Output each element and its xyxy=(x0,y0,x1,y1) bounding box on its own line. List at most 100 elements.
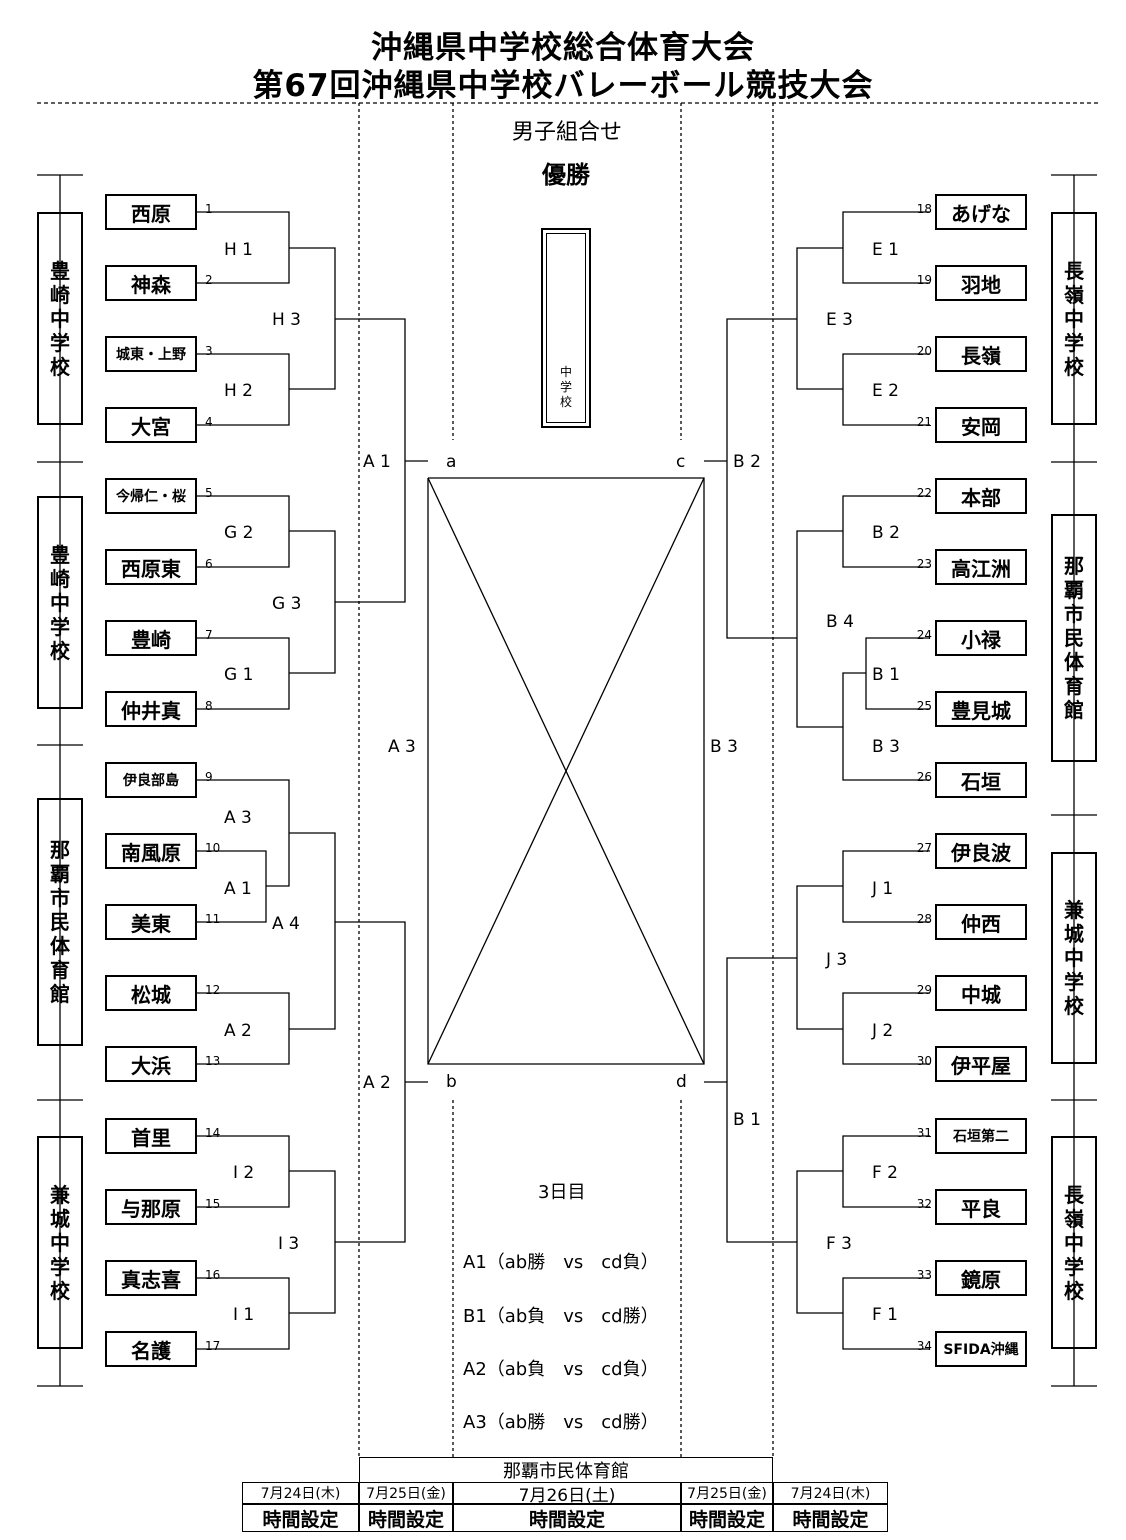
right-team-num-19: 19 xyxy=(916,273,932,287)
footer-time-2: 時間設定 xyxy=(359,1504,453,1532)
venue-char: 市 xyxy=(1064,602,1084,626)
pair-bracket xyxy=(220,1277,290,1350)
left-team-num-8: 8 xyxy=(205,699,213,713)
footer-time-1: 時間設定 xyxy=(242,1504,359,1532)
match-label-b1: B 1 xyxy=(733,1110,761,1130)
match-label-i3: I 3 xyxy=(278,1234,300,1254)
right-team-num-29: 29 xyxy=(916,983,932,997)
match-label-g2: G 2 xyxy=(224,523,254,543)
right-team-24: 小禄 xyxy=(935,620,1027,656)
left-team-num-16: 16 xyxy=(205,1268,221,1282)
right-team-34: SFIDA沖縄 xyxy=(935,1331,1027,1367)
left-team-1: 西原 xyxy=(105,194,197,230)
left-team-7: 豊崎 xyxy=(105,620,197,656)
match-label-a3: A 3 xyxy=(388,737,416,757)
left-team-6: 西原東 xyxy=(105,549,197,585)
round-bracket xyxy=(289,832,336,1030)
right-team-num-26: 26 xyxy=(916,770,932,784)
match-label-e2: E 2 xyxy=(872,381,899,401)
champion-box: 中学校 xyxy=(541,228,591,428)
champion-title: 優勝 xyxy=(542,161,590,189)
round-bracket xyxy=(726,318,797,639)
right-team-num-20: 20 xyxy=(916,344,932,358)
corner-b: b xyxy=(446,1072,457,1092)
match-label-h3: H 3 xyxy=(272,310,302,330)
right-team-num-21: 21 xyxy=(916,415,932,429)
left-team-11: 美東 xyxy=(105,904,197,940)
right-team-25: 豊見城 xyxy=(935,691,1027,727)
right-team-num-33: 33 xyxy=(916,1268,932,1282)
venue-right-4: 長嶺中学校 xyxy=(1051,1136,1097,1349)
venue-char: 嶺 xyxy=(1064,282,1084,307)
page-title: 沖縄県中学校総合体育大会 xyxy=(371,30,755,66)
venue-char: 館 xyxy=(1064,698,1084,722)
match-label-e3: E 3 xyxy=(826,310,853,330)
left-team-num-4: 4 xyxy=(205,415,213,429)
match-label-f3: F 3 xyxy=(826,1234,852,1254)
venue-char: 兼 xyxy=(1064,898,1084,922)
venue-char: 校 xyxy=(1064,1278,1084,1303)
venue-char: 豊 xyxy=(50,258,70,283)
venue-right-2: 那覇市民体育館 xyxy=(1051,514,1097,762)
match-label-j1: J 1 xyxy=(872,879,894,899)
venue-char: 学 xyxy=(1064,330,1084,355)
match-label-f1: F 1 xyxy=(872,1305,898,1325)
venue-char: 兼 xyxy=(50,1182,70,1207)
right-team-num-34: 34 xyxy=(916,1339,932,1353)
venue-char: 中 xyxy=(1064,306,1084,331)
day3-line-2: B1（ab負 vs cd勝） xyxy=(463,1306,659,1327)
venue-char: 長 xyxy=(1064,258,1084,283)
match-label-i1: I 1 xyxy=(233,1305,255,1325)
left-team-5: 今帰仁・桜 xyxy=(105,478,197,514)
venue-char: 嶺 xyxy=(1064,1206,1084,1231)
match-label-e1: E 1 xyxy=(872,240,899,260)
left-team-num-15: 15 xyxy=(205,1197,221,1211)
right-team-27: 伊良波 xyxy=(935,833,1027,869)
left-team-num-11: 11 xyxy=(205,912,221,926)
right-team-num-24: 24 xyxy=(916,628,932,642)
venue-left-4: 兼城中学校 xyxy=(37,1136,83,1349)
venue-char: 覇 xyxy=(1064,578,1084,602)
right-team-num-22: 22 xyxy=(916,486,932,500)
match-label-a1: A 1 xyxy=(363,452,391,472)
venue-char: 学 xyxy=(1064,1254,1084,1279)
venue-char: 校 xyxy=(1064,354,1084,379)
day3-line-4: A3（ab勝 vs cd勝） xyxy=(463,1412,659,1433)
day3-line-1: A1（ab勝 vs cd負） xyxy=(463,1252,659,1273)
venue-left-2: 豊崎中学校 xyxy=(37,496,83,709)
left-team-num-2: 2 xyxy=(205,273,213,287)
left-team-16: 真志喜 xyxy=(105,1260,197,1296)
match-label-g3: G 3 xyxy=(272,594,302,614)
right-team-26: 石垣 xyxy=(935,762,1027,798)
left-team-num-17: 17 xyxy=(205,1339,221,1353)
corner-a: a xyxy=(446,452,457,472)
final-cross xyxy=(427,477,705,1065)
footer-date-4: 7月25日(金) xyxy=(681,1482,773,1504)
venue-char: 城 xyxy=(50,1206,70,1231)
venue-char: 崎 xyxy=(50,282,70,307)
round-bracket xyxy=(796,530,843,728)
page-subtitle: 第67回沖縄県中学校バレーボール競技大会 xyxy=(252,68,874,104)
pair-bracket xyxy=(220,1135,290,1208)
corner-d: d xyxy=(676,1072,687,1092)
bracket-category: 男子組合せ xyxy=(511,120,622,145)
day3-line-3: A2（ab負 vs cd負） xyxy=(463,1359,659,1380)
venue-left-1: 豊崎中学校 xyxy=(37,212,83,425)
left-team-10: 南風原 xyxy=(105,833,197,869)
match-label-b3: B 3 xyxy=(710,737,738,757)
day3-title: 3日目 xyxy=(538,1182,586,1203)
match-label-g1: G 1 xyxy=(224,665,254,685)
venue-right-3: 兼城中学校 xyxy=(1051,852,1097,1064)
right-team-19: 羽地 xyxy=(935,265,1027,301)
right-team-22: 本部 xyxy=(935,478,1027,514)
match-label-i2: I 2 xyxy=(233,1163,255,1183)
match-label-a4: A 4 xyxy=(272,914,300,934)
match-label-h2: H 2 xyxy=(224,381,254,401)
venue-char: 那 xyxy=(1064,554,1084,578)
right-team-31: 石垣第二 xyxy=(935,1118,1027,1154)
champion-school-label: 中学校 xyxy=(546,233,586,423)
left-team-8: 仲井真 xyxy=(105,691,197,727)
right-team-num-32: 32 xyxy=(916,1197,932,1211)
left-team-4: 大宮 xyxy=(105,407,197,443)
